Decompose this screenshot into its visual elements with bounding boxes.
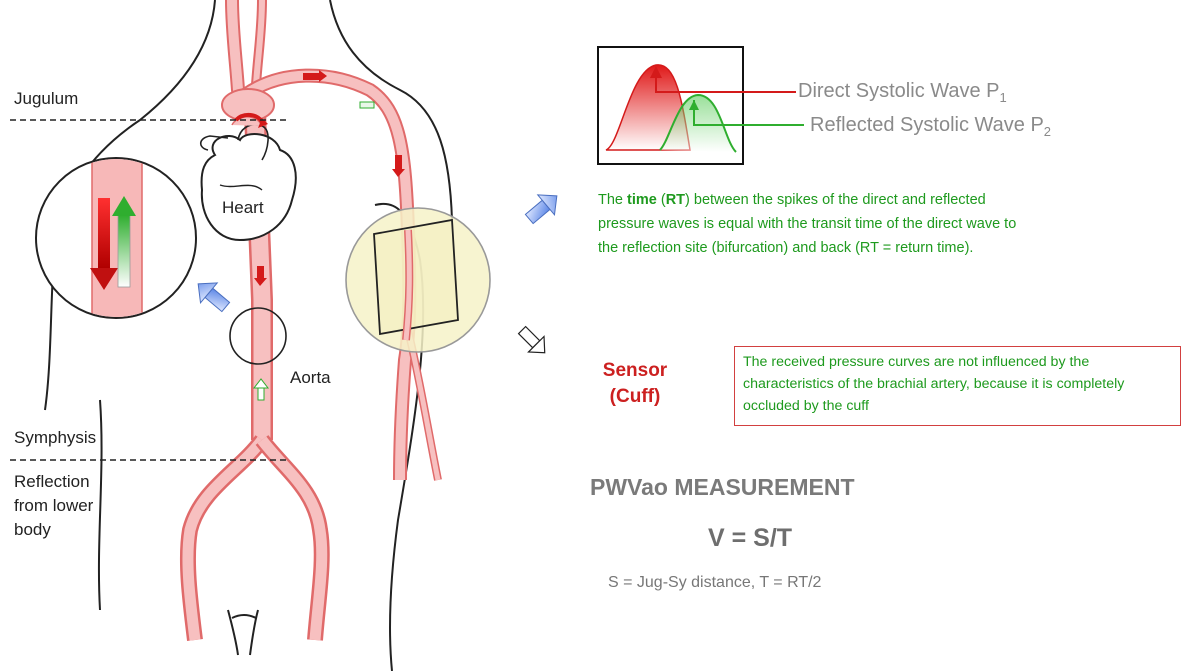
direct-wave-arrow-icon [98, 198, 110, 268]
explanation-text: The time (RT) between the spikes of the … [598, 188, 1028, 260]
symphysis-label: Symphysis [14, 428, 96, 448]
reflection-label-line: Reflection [14, 470, 93, 494]
measurement-title: PWVao MEASUREMENT [590, 474, 855, 501]
sensor-line: (Cuff) [588, 384, 682, 410]
cuff [374, 220, 458, 334]
white-arrow-icon [514, 322, 552, 360]
heart-label: Heart [222, 198, 264, 218]
aorta-label: Aorta [290, 368, 331, 388]
reflection-label-line: from lower [14, 494, 93, 518]
blue-arrow-icon-right [521, 186, 565, 229]
magnifier-circle [36, 150, 196, 330]
direct-wave-subscript: 1 [1000, 90, 1007, 105]
reflection-label: Reflection from lower body [14, 470, 93, 542]
measurement-definition: S = Jug-Sy distance, T = RT/2 [608, 574, 821, 592]
reflected-wave-subscript: 2 [1044, 124, 1051, 139]
direct-wave-text: Direct Systolic Wave P [798, 80, 1000, 102]
sensor-line: Sensor [588, 358, 682, 384]
direct-wave-label: Direct Systolic Wave P1 [798, 80, 1007, 105]
reflected-wave-label: Reflected Systolic Wave P2 [810, 114, 1051, 139]
flow-arrow-red [303, 73, 319, 80]
explanation-rt: RT [666, 192, 685, 208]
sensor-label: Sensor (Cuff) [588, 358, 682, 410]
reflected-wave-text: Reflected Systolic Wave P [810, 114, 1044, 136]
reflection-label-line: body [14, 518, 93, 542]
heart-shape [201, 115, 296, 240]
explanation-time: time [627, 192, 657, 208]
jugulum-label: Jugulum [14, 89, 78, 109]
flow-arrow-green [258, 388, 264, 400]
flow-arrow-red [395, 155, 402, 169]
flow-arrow-red [257, 266, 264, 278]
blue-arrow-icon-left [190, 274, 234, 317]
flow-arrow-green [360, 102, 374, 108]
reflected-wave-arrow-icon [118, 215, 130, 287]
explanation-part: The [598, 192, 627, 208]
explanation-part: ( [657, 192, 666, 208]
note-box: The received pressure curves are not inf… [734, 346, 1181, 426]
measurement-formula: V = S/T [708, 524, 792, 553]
